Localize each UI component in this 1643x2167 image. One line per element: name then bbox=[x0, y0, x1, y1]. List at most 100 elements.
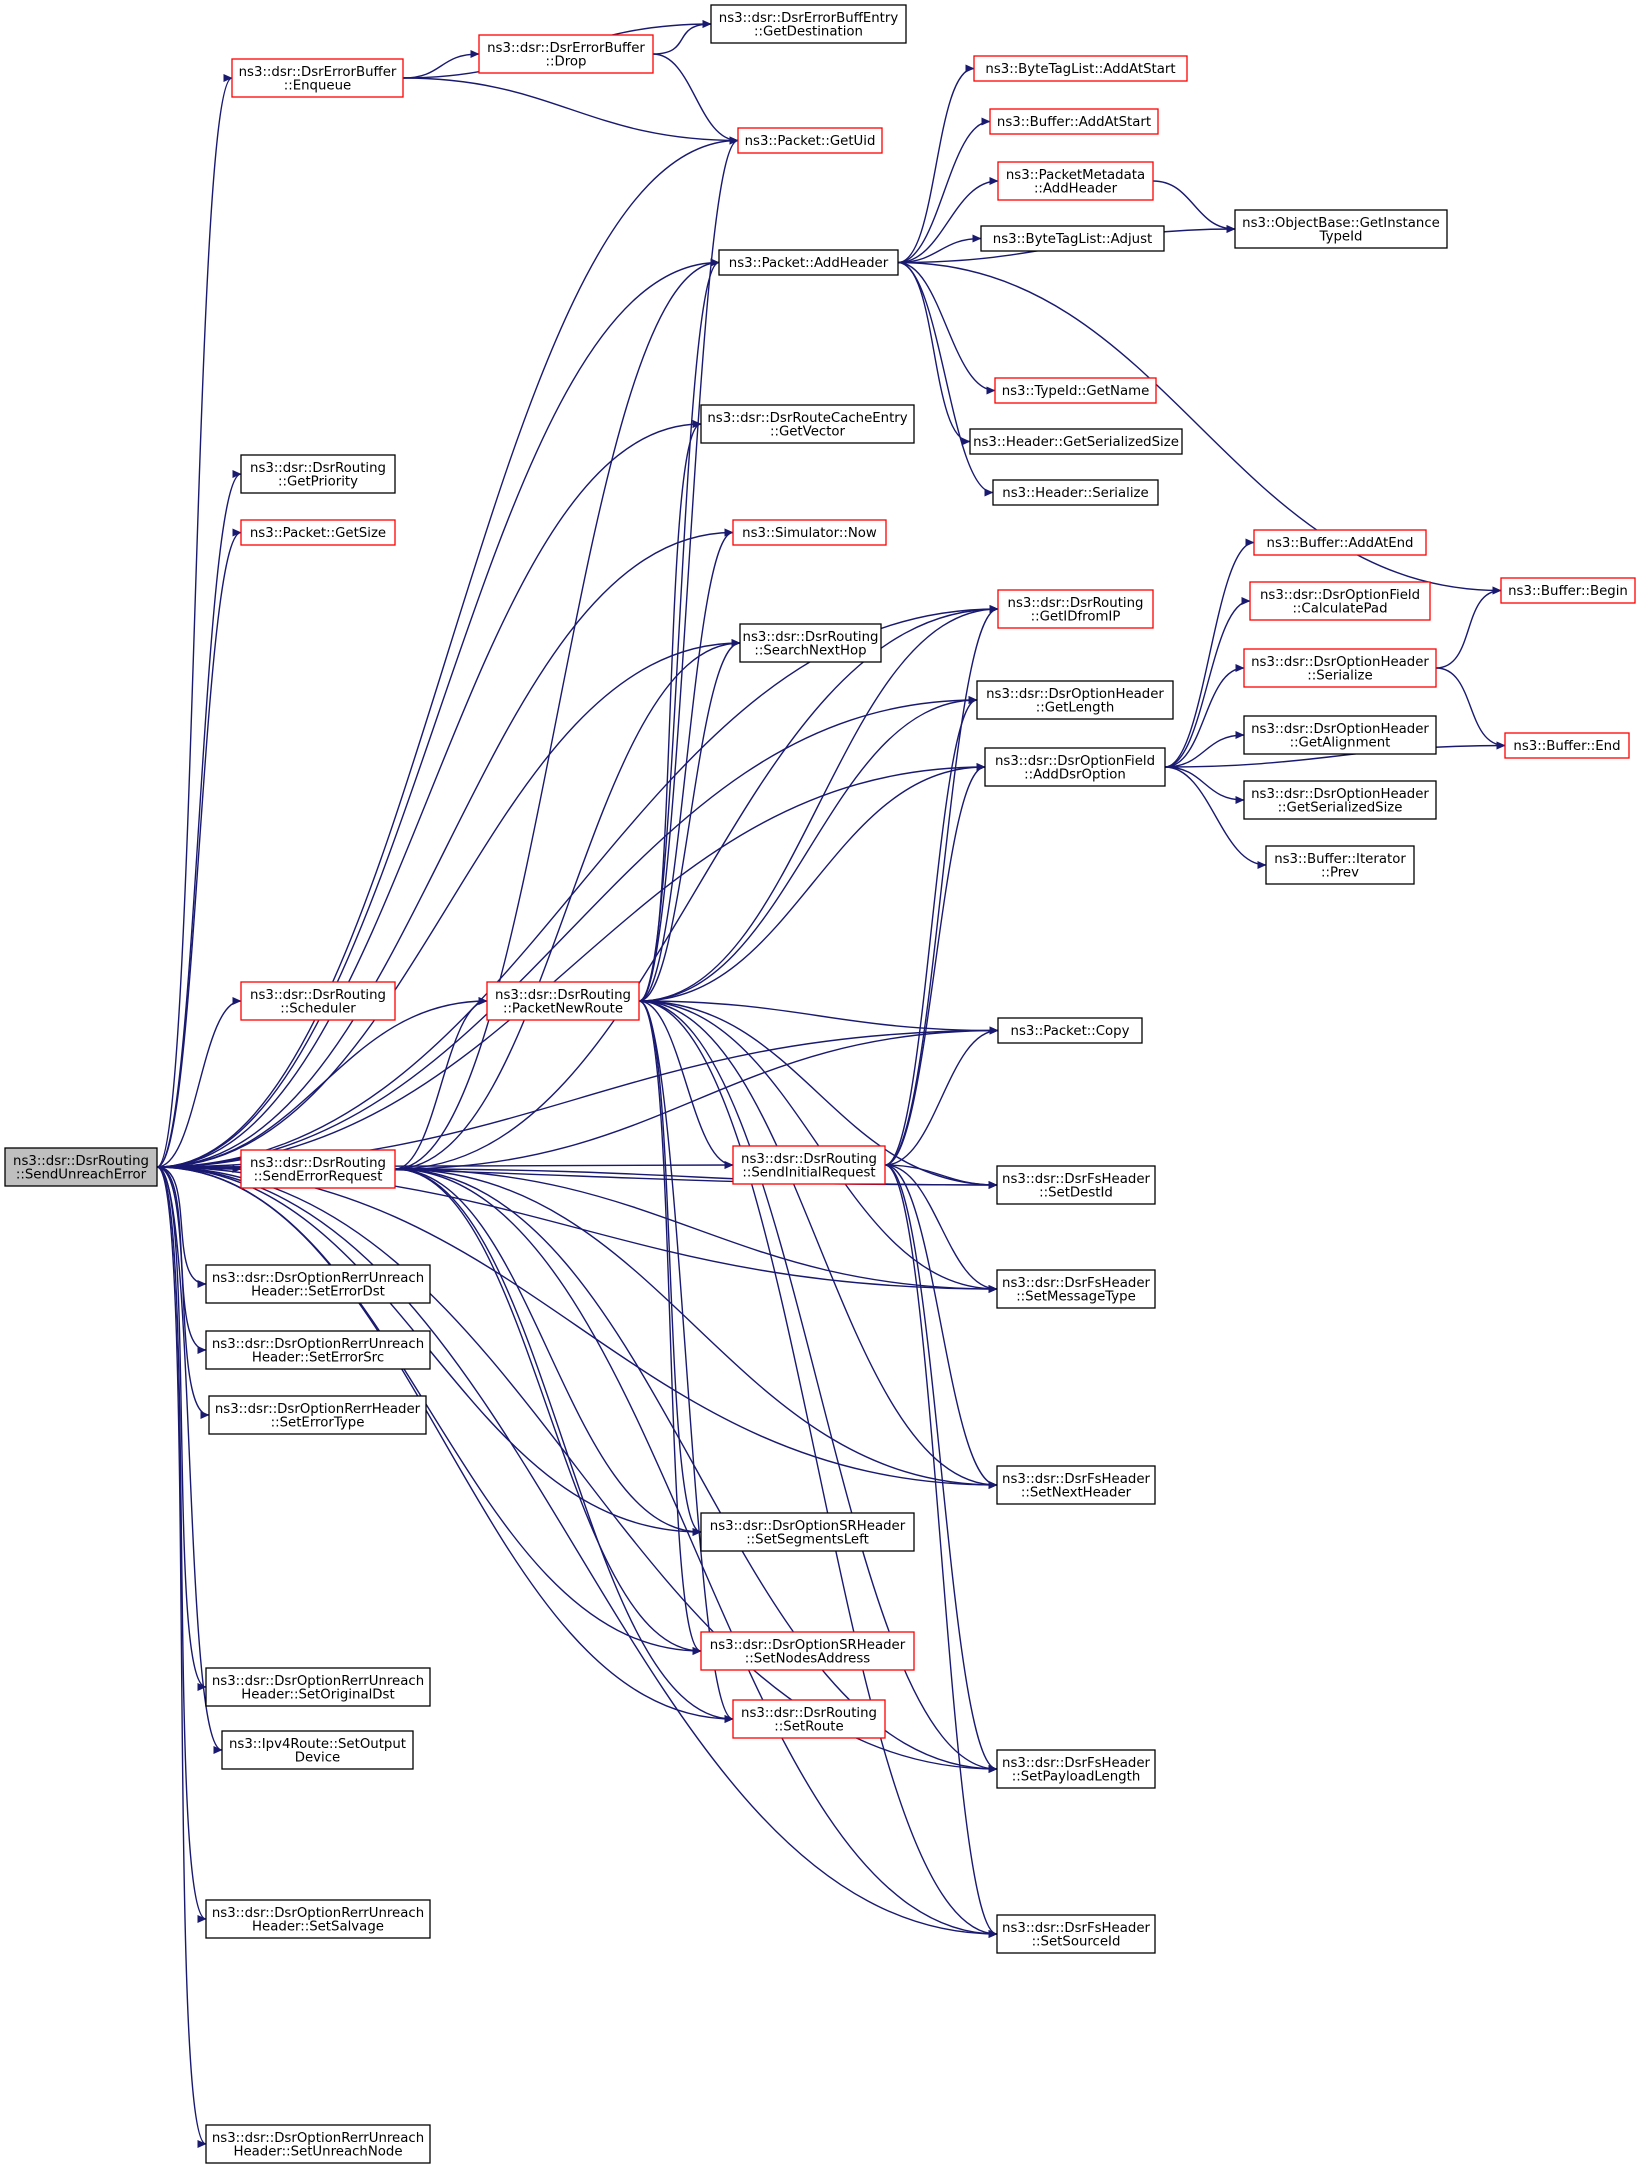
node-box[interactable] bbox=[1265, 845, 1415, 885]
node-iterator-prev[interactable]: ns3::Buffer::Iterator::Prev bbox=[1265, 845, 1415, 885]
node-get-alignment[interactable]: ns3::dsr::DsrOptionHeader::GetAlignment bbox=[1243, 715, 1437, 755]
node-box[interactable] bbox=[992, 479, 1159, 506]
node-set-error-type[interactable]: ns3::dsr::DsrOptionRerrHeader::SetErrorT… bbox=[208, 1395, 427, 1435]
node-box[interactable] bbox=[700, 1512, 915, 1552]
node-buffer-add-at-start[interactable]: ns3::Buffer::AddAtStart bbox=[989, 108, 1159, 135]
node-box[interactable] bbox=[996, 1749, 1156, 1789]
node-box[interactable] bbox=[1249, 581, 1431, 621]
node-add-header[interactable]: ns3::Packet::AddHeader bbox=[718, 249, 899, 276]
node-box[interactable] bbox=[240, 454, 396, 494]
node-header-serialize[interactable]: ns3::Header::Serialize bbox=[992, 479, 1159, 506]
node-get-uid[interactable]: ns3::Packet::GetUid bbox=[737, 127, 883, 154]
node-err-enqueue[interactable]: ns3::dsr::DsrErrorBuffer::Enqueue bbox=[231, 58, 404, 98]
node-root[interactable]: ns3::dsr::DsrRouting::SendUnreachError bbox=[4, 1147, 158, 1187]
node-get-idfrom-ip[interactable]: ns3::dsr::DsrRouting::GetIDfromIP bbox=[997, 589, 1154, 629]
node-set-segments-left[interactable]: ns3::dsr::DsrOptionSRHeader::SetSegments… bbox=[700, 1512, 915, 1552]
node-set-nodes-address[interactable]: ns3::dsr::DsrOptionSRHeader::SetNodesAdd… bbox=[700, 1631, 915, 1671]
node-err-drop[interactable]: ns3::dsr::DsrErrorBuffer::Drop bbox=[478, 34, 654, 74]
node-calculate-pad[interactable]: ns3::dsr::DsrOptionField::CalculatePad bbox=[1249, 581, 1431, 621]
node-box[interactable] bbox=[1253, 529, 1427, 556]
node-get-size[interactable]: ns3::Packet::GetSize bbox=[240, 519, 396, 546]
node-box[interactable] bbox=[240, 1149, 396, 1189]
node-box[interactable] bbox=[718, 249, 899, 276]
node-box[interactable] bbox=[486, 981, 640, 1021]
node-set-source-id[interactable]: ns3::dsr::DsrFsHeader::SetSourceId bbox=[996, 1914, 1156, 1954]
node-box[interactable] bbox=[478, 34, 654, 74]
node-box[interactable] bbox=[996, 1914, 1156, 1954]
node-byte-tag-adjust[interactable]: ns3::ByteTagList::Adjust bbox=[980, 225, 1165, 252]
node-box[interactable] bbox=[996, 1465, 1156, 1505]
node-box[interactable] bbox=[996, 1165, 1156, 1205]
node-box[interactable] bbox=[997, 589, 1154, 629]
node-box[interactable] bbox=[221, 1730, 414, 1770]
node-get-vector[interactable]: ns3::dsr::DsrRouteCacheEntry::GetVector bbox=[700, 404, 915, 444]
node-box[interactable] bbox=[739, 623, 882, 663]
node-box[interactable] bbox=[4, 1147, 158, 1187]
node-box[interactable] bbox=[231, 58, 404, 98]
node-set-error-src[interactable]: ns3::dsr::DsrOptionRerrUnreachHeader::Se… bbox=[205, 1330, 431, 1370]
node-box[interactable] bbox=[732, 1145, 886, 1185]
node-search-next-hop[interactable]: ns3::dsr::DsrRouting::SearchNextHop bbox=[739, 623, 882, 663]
node-set-original-dst[interactable]: ns3::dsr::DsrOptionRerrUnreachHeader::Se… bbox=[205, 1667, 431, 1707]
node-box[interactable] bbox=[969, 428, 1183, 455]
node-packet-copy[interactable]: ns3::Packet::Copy bbox=[997, 1017, 1143, 1044]
node-get-destination[interactable]: ns3::dsr::DsrErrorBuffEntry::GetDestinat… bbox=[710, 4, 907, 44]
node-box[interactable] bbox=[984, 747, 1166, 787]
node-get-priority[interactable]: ns3::dsr::DsrRouting::GetPriority bbox=[240, 454, 396, 494]
node-box[interactable] bbox=[205, 2124, 431, 2164]
node-box[interactable] bbox=[997, 1017, 1143, 1044]
node-box[interactable] bbox=[1500, 577, 1636, 604]
node-set-payload-length[interactable]: ns3::dsr::DsrFsHeader::SetPayloadLength bbox=[996, 1749, 1156, 1789]
node-box[interactable] bbox=[205, 1330, 431, 1370]
node-box[interactable] bbox=[205, 1899, 431, 1939]
node-box[interactable] bbox=[732, 519, 887, 546]
node-add-dsr-option[interactable]: ns3::dsr::DsrOptionField::AddDsrOption bbox=[984, 747, 1166, 787]
node-buffer-end[interactable]: ns3::Buffer::End bbox=[1504, 732, 1630, 759]
node-get-length[interactable]: ns3::dsr::DsrOptionHeader::GetLength bbox=[976, 680, 1174, 720]
node-box[interactable] bbox=[997, 161, 1154, 201]
node-pm-add-header[interactable]: ns3::PacketMetadata::AddHeader bbox=[997, 161, 1154, 201]
node-now[interactable]: ns3::Simulator::Now bbox=[732, 519, 887, 546]
node-set-message-type[interactable]: ns3::dsr::DsrFsHeader::SetMessageType bbox=[996, 1269, 1156, 1309]
node-box[interactable] bbox=[1243, 648, 1437, 688]
node-box[interactable] bbox=[710, 4, 907, 44]
node-type-id-get-name[interactable]: ns3::TypeId::GetName bbox=[994, 377, 1157, 404]
node-set-route[interactable]: ns3::dsr::DsrRouting::SetRoute bbox=[732, 1699, 886, 1739]
node-box[interactable] bbox=[1243, 780, 1437, 820]
node-box[interactable] bbox=[700, 1631, 915, 1671]
node-opt-serialize[interactable]: ns3::dsr::DsrOptionHeader::Serialize bbox=[1243, 648, 1437, 688]
node-box[interactable] bbox=[700, 404, 915, 444]
node-box[interactable] bbox=[208, 1395, 427, 1435]
node-packet-new-route[interactable]: ns3::dsr::DsrRouting::PacketNewRoute bbox=[486, 981, 640, 1021]
node-box[interactable] bbox=[996, 1269, 1156, 1309]
node-box[interactable] bbox=[976, 680, 1174, 720]
node-byte-tag-add-at-start[interactable]: ns3::ByteTagList::AddAtStart bbox=[973, 55, 1188, 82]
node-set-unreach-node[interactable]: ns3::dsr::DsrOptionRerrUnreachHeader::Se… bbox=[205, 2124, 431, 2164]
node-box[interactable] bbox=[205, 1667, 431, 1707]
node-scheduler[interactable]: ns3::dsr::DsrRouting::Scheduler bbox=[240, 981, 396, 1021]
node-box[interactable] bbox=[240, 519, 396, 546]
node-box[interactable] bbox=[732, 1699, 886, 1739]
node-box[interactable] bbox=[1234, 209, 1448, 249]
node-set-next-header[interactable]: ns3::dsr::DsrFsHeader::SetNextHeader bbox=[996, 1465, 1156, 1505]
node-box[interactable] bbox=[989, 108, 1159, 135]
node-box[interactable] bbox=[737, 127, 883, 154]
node-set-salvage[interactable]: ns3::dsr::DsrOptionRerrUnreachHeader::Se… bbox=[205, 1899, 431, 1939]
node-opt-get-serialized-size[interactable]: ns3::dsr::DsrOptionHeader::GetSerialized… bbox=[1243, 780, 1437, 820]
node-box[interactable] bbox=[1243, 715, 1437, 755]
node-get-serialized-size[interactable]: ns3::Header::GetSerializedSize bbox=[969, 428, 1183, 455]
node-box[interactable] bbox=[240, 981, 396, 1021]
node-buffer-add-at-end[interactable]: ns3::Buffer::AddAtEnd bbox=[1253, 529, 1427, 556]
node-set-error-dst[interactable]: ns3::dsr::DsrOptionRerrUnreachHeader::Se… bbox=[205, 1264, 431, 1304]
node-box[interactable] bbox=[973, 55, 1188, 82]
node-send-initial-request[interactable]: ns3::dsr::DsrRouting::SendInitialRequest bbox=[732, 1145, 886, 1185]
node-set-dest-id[interactable]: ns3::dsr::DsrFsHeader::SetDestId bbox=[996, 1165, 1156, 1205]
node-box[interactable] bbox=[980, 225, 1165, 252]
node-send-error-request[interactable]: ns3::dsr::DsrRouting::SendErrorRequest bbox=[240, 1149, 396, 1189]
node-box[interactable] bbox=[994, 377, 1157, 404]
node-box[interactable] bbox=[205, 1264, 431, 1304]
node-buffer-begin[interactable]: ns3::Buffer::Begin bbox=[1500, 577, 1636, 604]
node-box[interactable] bbox=[1504, 732, 1630, 759]
